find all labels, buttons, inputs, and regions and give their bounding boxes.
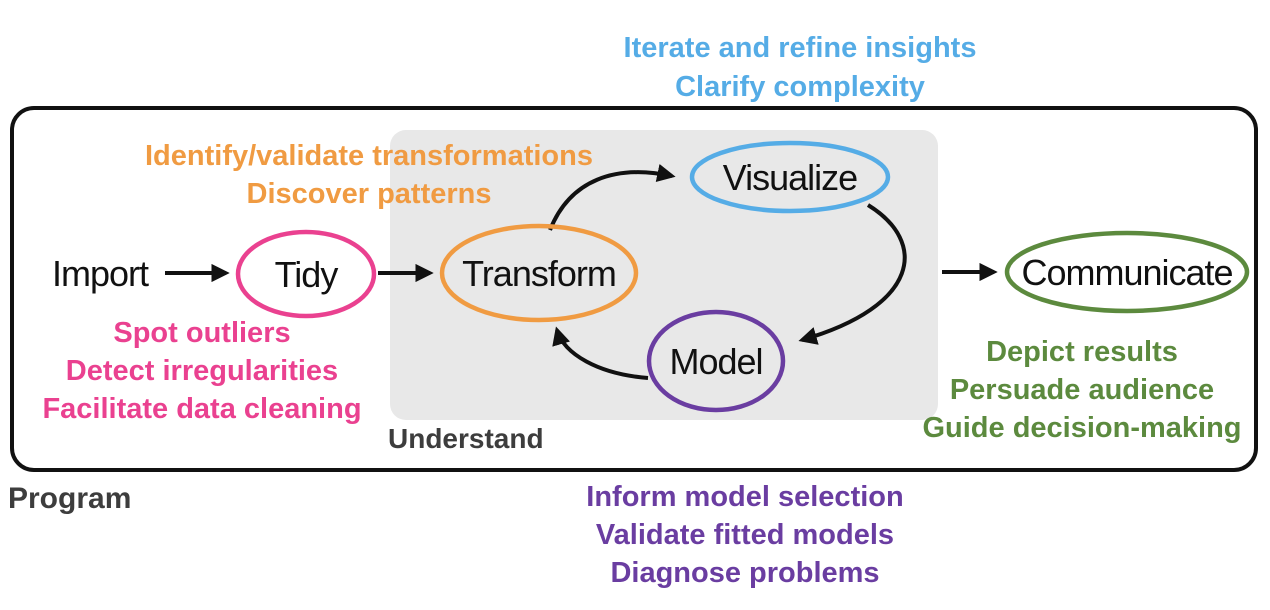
- arrow-model-to-transform: [552, 326, 649, 380]
- model-annotation: Inform model selection Validate fitted m…: [586, 481, 903, 589]
- annotation-line: Discover patterns: [247, 178, 492, 210]
- annotation-line: Persuade audience: [950, 374, 1214, 406]
- annotation-line: Validate fitted models: [596, 519, 894, 551]
- communicate-node-label: Communicate: [1021, 252, 1232, 293]
- transform-annotation: Identify/validate transformations Discov…: [145, 140, 593, 210]
- tidy-annotation: Spot outliers Detect irregularities Faci…: [42, 317, 361, 425]
- program-section-label: Program: [8, 482, 131, 515]
- annotation-line: Facilitate data cleaning: [42, 393, 361, 425]
- annotation-line: Identify/validate transformations: [145, 140, 593, 172]
- tidy-node-label: Tidy: [275, 254, 339, 295]
- annotation-line: Clarify complexity: [675, 71, 925, 103]
- annotation-line: Inform model selection: [586, 481, 903, 513]
- understand-section-label: Understand: [388, 423, 544, 454]
- visualize-node-label: Visualize: [723, 157, 857, 198]
- annotation-line: Diagnose problems: [610, 557, 879, 589]
- tidy-node-ellipse: [235, 229, 377, 319]
- annotation-line: Guide decision-making: [922, 412, 1241, 444]
- transform-node-ellipse: [439, 223, 639, 323]
- communicate-annotation: Depict results Persuade audience Guide d…: [922, 336, 1241, 444]
- understand-region-box: [390, 130, 938, 420]
- program-boundary-box: [10, 106, 1258, 472]
- annotation-line: Detect irregularities: [66, 355, 338, 387]
- model-node-ellipse: [646, 309, 786, 413]
- annotation-line: Spot outliers: [113, 317, 290, 349]
- visualize-annotation: Iterate and refine insights Clarify comp…: [624, 32, 977, 103]
- model-node-label: Model: [669, 341, 762, 382]
- annotation-line: Iterate and refine insights: [624, 32, 977, 64]
- transform-node-label: Transform: [462, 253, 616, 294]
- communicate-node-ellipse: [1004, 230, 1250, 314]
- arrow-transform-to-visualize: [548, 163, 676, 231]
- visualize-node-ellipse: [689, 140, 891, 214]
- arrow-visualize-to-model: [798, 203, 907, 345]
- import-node-label: Import: [52, 253, 149, 294]
- annotation-line: Depict results: [986, 336, 1178, 368]
